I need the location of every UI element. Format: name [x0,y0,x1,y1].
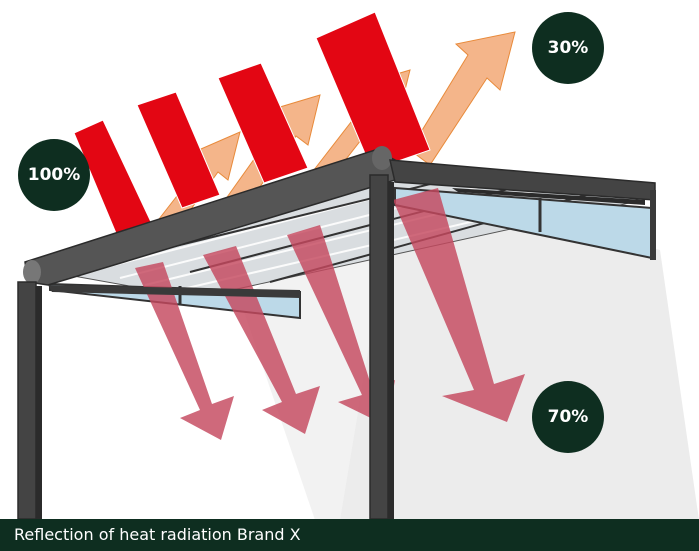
post-center [369,174,389,520]
post-back [650,190,656,260]
back-beam [48,285,300,298]
incoming-bars [73,11,431,239]
badge-transmitted: 70% [532,381,604,453]
badge-reflected: 30% [532,12,604,84]
reflected-arrow-4 [409,31,516,166]
post-left [17,281,37,520]
incoming-bar-3 [217,62,309,184]
transmitted-arrow-3 [287,225,395,426]
pergola-frame [17,146,656,520]
transmitted-arrow-4 [393,188,525,422]
caption-bar: Reflection of heat radiation Brand X [0,519,699,551]
incoming-bar-2 [136,91,221,209]
transmitted-arrow-1 [135,262,234,440]
incoming-bar-4 [315,11,431,171]
badge-incoming: 100% [18,139,90,211]
